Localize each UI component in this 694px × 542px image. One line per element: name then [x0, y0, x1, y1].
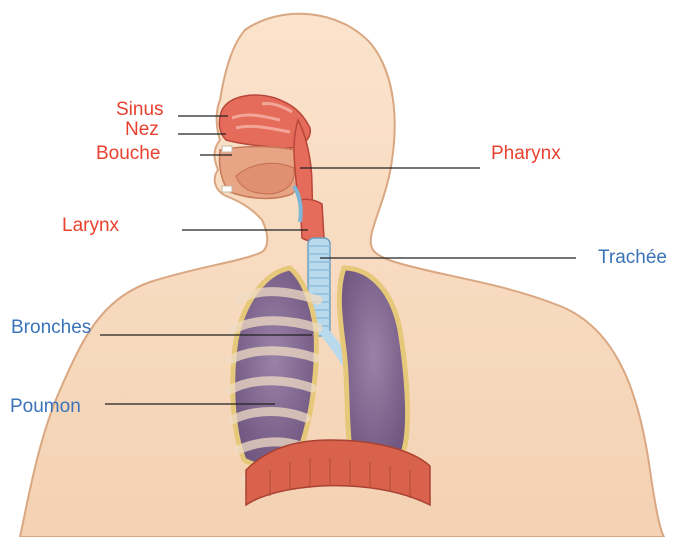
label-pharynx: Pharynx — [491, 144, 561, 163]
label-trachee: Trachée — [598, 248, 667, 267]
larynx — [300, 199, 324, 241]
label-bronches: Bronches — [11, 318, 91, 337]
label-bouche: Bouche — [96, 144, 160, 163]
label-sinus: Sinus — [116, 100, 164, 119]
label-larynx: Larynx — [62, 216, 119, 235]
label-nez: Nez — [125, 120, 159, 139]
label-poumon: Poumon — [10, 397, 81, 416]
